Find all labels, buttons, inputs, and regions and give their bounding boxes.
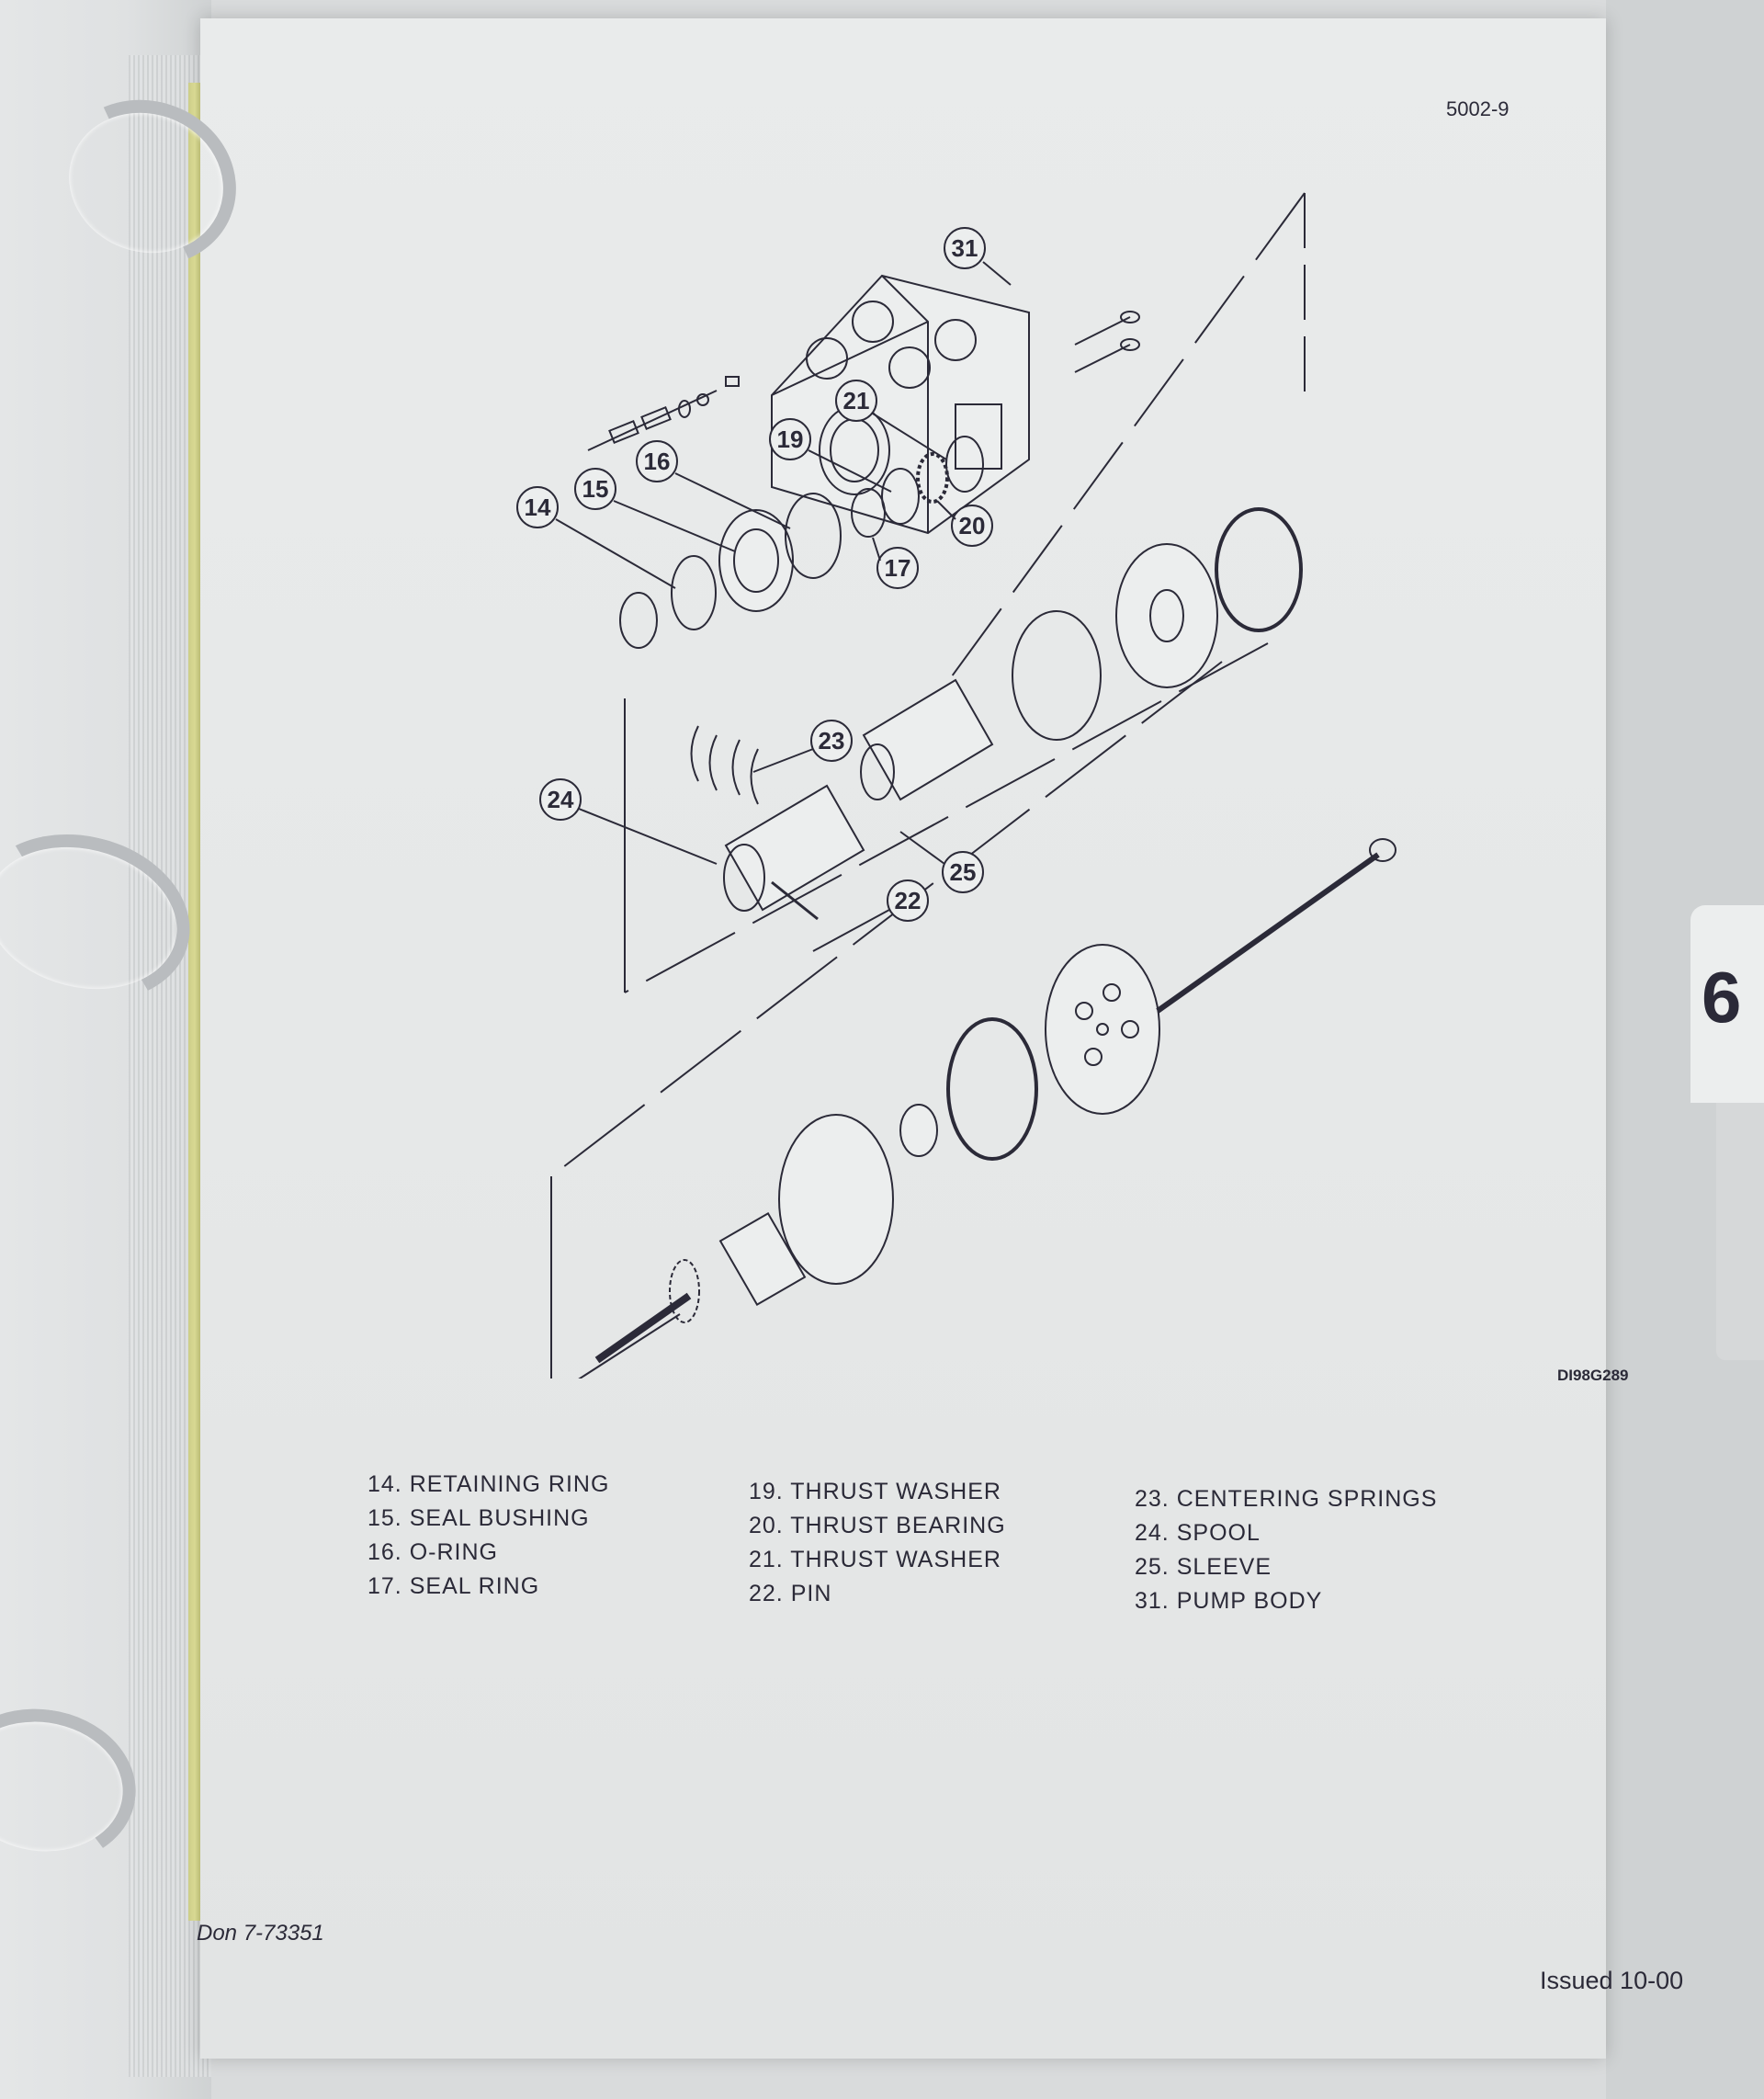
end-cap-part xyxy=(1045,944,1160,1115)
yellow-divider-edge xyxy=(188,83,201,1921)
seal-bushing-part xyxy=(718,509,794,612)
callout-31: 31 xyxy=(952,234,978,262)
thrust-bearing-part xyxy=(916,452,949,504)
parts-legend-column-2: 19. THRUST WASHER 20. THRUST BEARING 21.… xyxy=(749,1475,1006,1611)
legend-item: 15. SEAL BUSHING xyxy=(368,1505,590,1531)
cap-screw-part xyxy=(1156,852,1380,1014)
legend-item: 25. SLEEVE xyxy=(1135,1554,1272,1580)
legend-item: 21. THRUST WASHER xyxy=(749,1547,1001,1572)
callout-22: 22 xyxy=(895,887,922,914)
parts-legend-column-1: 14. RETAINING RING 15. SEAL BUSHING 16. … xyxy=(368,1468,609,1604)
legend-item: 19. THRUST WASHER xyxy=(749,1479,1001,1504)
legend-item: 20. THRUST BEARING xyxy=(749,1513,1006,1538)
centering-springs-part xyxy=(690,725,759,805)
guide-line xyxy=(881,192,1306,773)
callout-24: 24 xyxy=(548,786,574,813)
legend-item: 22. PIN xyxy=(749,1581,832,1606)
legend-item: 14. RETAINING RING xyxy=(368,1471,610,1497)
o-ring-16-part xyxy=(785,493,842,579)
document-code: Don 7-73351 xyxy=(197,1921,324,1946)
callout-19: 19 xyxy=(777,425,804,453)
drive-shaft-part xyxy=(594,1292,692,1364)
o-ring-row3 xyxy=(946,1017,1038,1161)
page-number: 5002-9 xyxy=(1446,97,1510,120)
section-tab-number: 6 xyxy=(1702,957,1742,1038)
port-plate-part xyxy=(1115,543,1218,688)
spacer-part xyxy=(899,1104,938,1157)
figure-id: DI98G289 xyxy=(1557,1367,1629,1384)
callout-20: 20 xyxy=(959,512,986,539)
callout-14: 14 xyxy=(525,494,551,521)
sleeve-part xyxy=(862,678,994,801)
exploded-view-diagram: 31 21 19 16 15 14 17 20 23 24 25 22 xyxy=(496,184,1433,1443)
issued-date: Issued 10-00 xyxy=(1540,1967,1684,1994)
gerotor-star-part xyxy=(718,1211,807,1307)
divider-tab-lower xyxy=(1716,1103,1764,1360)
pin-part xyxy=(771,880,819,921)
legend-item: 23. CENTERING SPRINGS xyxy=(1135,1486,1438,1512)
pump-body-part xyxy=(771,274,1030,535)
seal-ring-14-part xyxy=(619,592,658,649)
legend-item: 17. SEAL RING xyxy=(368,1573,540,1599)
gerotor-ring-part xyxy=(778,1114,894,1285)
section-divider-tab[interactable] xyxy=(1690,905,1764,1103)
legend-item: 24. SPOOL xyxy=(1135,1520,1261,1546)
o-ring-row2-a xyxy=(1012,610,1102,741)
legend-item: 31. PUMP BODY xyxy=(1135,1588,1323,1614)
callout-21: 21 xyxy=(843,387,870,414)
legend-item: 16. O-RING xyxy=(368,1539,498,1565)
steering-pump-exploded-svg: 31 21 19 16 15 14 17 20 23 24 25 22 xyxy=(516,192,1396,1443)
parts-legend-column-3: 23. CENTERING SPRINGS 24. SPOOL 25. SLEE… xyxy=(1135,1482,1437,1618)
callout-17: 17 xyxy=(885,554,911,582)
thrust-washer-19-part xyxy=(881,468,920,525)
o-ring-row2-b xyxy=(1215,507,1303,632)
callout-16: 16 xyxy=(644,448,671,475)
callout-25: 25 xyxy=(950,858,977,886)
thrust-washer-21-part xyxy=(945,436,984,493)
retaining-ring-part xyxy=(671,555,717,630)
callout-15: 15 xyxy=(582,475,609,503)
callout-23: 23 xyxy=(819,727,845,755)
spool-part xyxy=(724,784,865,912)
